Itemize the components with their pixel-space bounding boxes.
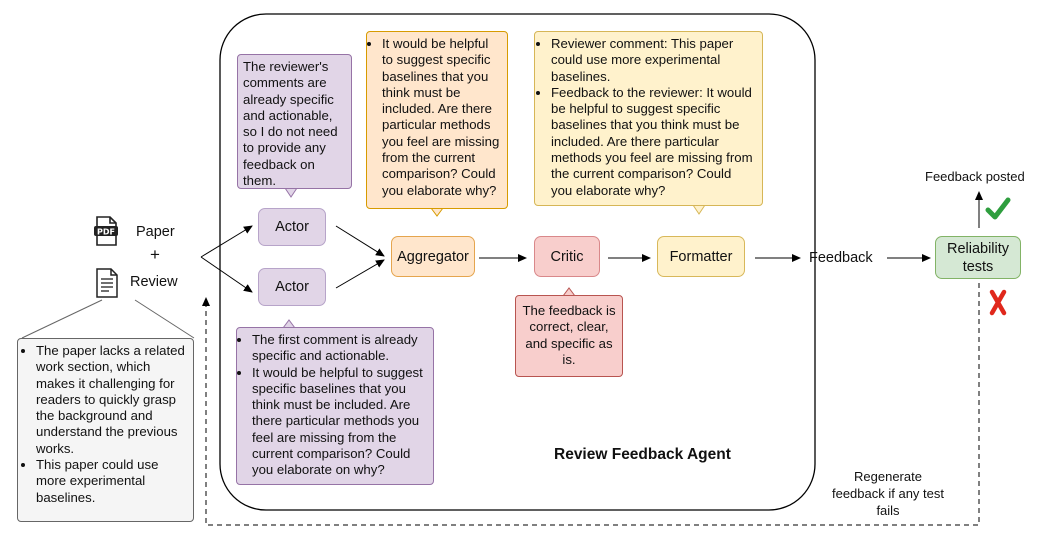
formatter-node: Formatter: [657, 236, 745, 277]
feedback-posted-label: Feedback posted: [925, 169, 1025, 184]
bullet-item: The paper lacks a related work section, …: [36, 343, 185, 457]
bullet-item: Feedback to the reviewer: It would be he…: [551, 85, 756, 199]
arrow-actor1-to-aggregator: [335, 225, 385, 257]
aggregator-node: Aggregator: [391, 236, 475, 277]
bullet-item: The first comment is already specific an…: [252, 332, 428, 365]
aggregator-bubble-tail: [430, 207, 444, 217]
actor1-bubble-tail: [284, 187, 298, 198]
review-comments-callout: The paper lacks a related work section, …: [17, 338, 194, 522]
actor2-bubble-tail: [282, 319, 296, 329]
feedback-label: Feedback: [809, 250, 873, 266]
review-label: Review: [130, 274, 178, 290]
bullet-item: It would be helpful to suggest specific …: [252, 365, 428, 479]
bullet-item: It would be helpful to suggest specific …: [382, 36, 502, 199]
reliability-tests-node: Reliability tests: [935, 236, 1021, 279]
paper-label: Paper: [136, 224, 175, 240]
actor-node-2: Actor: [258, 268, 326, 306]
actor2-feedback-bubble: The first comment is already specific an…: [236, 327, 434, 485]
bullet-item: Reviewer comment: This paper could use m…: [551, 36, 756, 85]
formatter-output-bubble: Reviewer comment: This paper could use m…: [534, 31, 763, 206]
pdf-file-icon: PDF: [93, 216, 119, 246]
review-callout-line-left: [21, 299, 103, 339]
agent-title: Review Feedback Agent: [554, 446, 731, 463]
actor1-feedback-bubble: The reviewer's comments are already spec…: [237, 54, 352, 189]
critic-bubble-tail: [562, 287, 576, 297]
actor-node-1: Actor: [258, 208, 326, 246]
plus-sign: +: [150, 245, 160, 264]
critic-node: Critic: [534, 236, 600, 277]
aggregator-output-bubble: It would be helpful to suggest specific …: [366, 31, 508, 209]
regenerate-loop-line: [202, 283, 980, 526]
cross-mark-icon: [989, 289, 1007, 316]
check-mark-icon: [985, 196, 1011, 222]
svg-text:PDF: PDF: [97, 228, 115, 237]
regenerate-label: Regenerate feedback if any test fails: [831, 469, 944, 518]
arrow-actor2-to-aggregator: [335, 259, 385, 289]
review-callout-line-right: [134, 299, 195, 339]
bullet-item: This paper could use more experimental b…: [36, 457, 185, 506]
agent-container: [219, 13, 816, 511]
critic-verdict-bubble: The feedback is correct, clear, and spec…: [515, 295, 623, 377]
formatter-bubble-tail: [692, 204, 706, 215]
document-icon: [95, 268, 119, 298]
arrow-input-to-actor1: [200, 225, 253, 258]
arrow-input-to-actor2: [200, 256, 253, 293]
